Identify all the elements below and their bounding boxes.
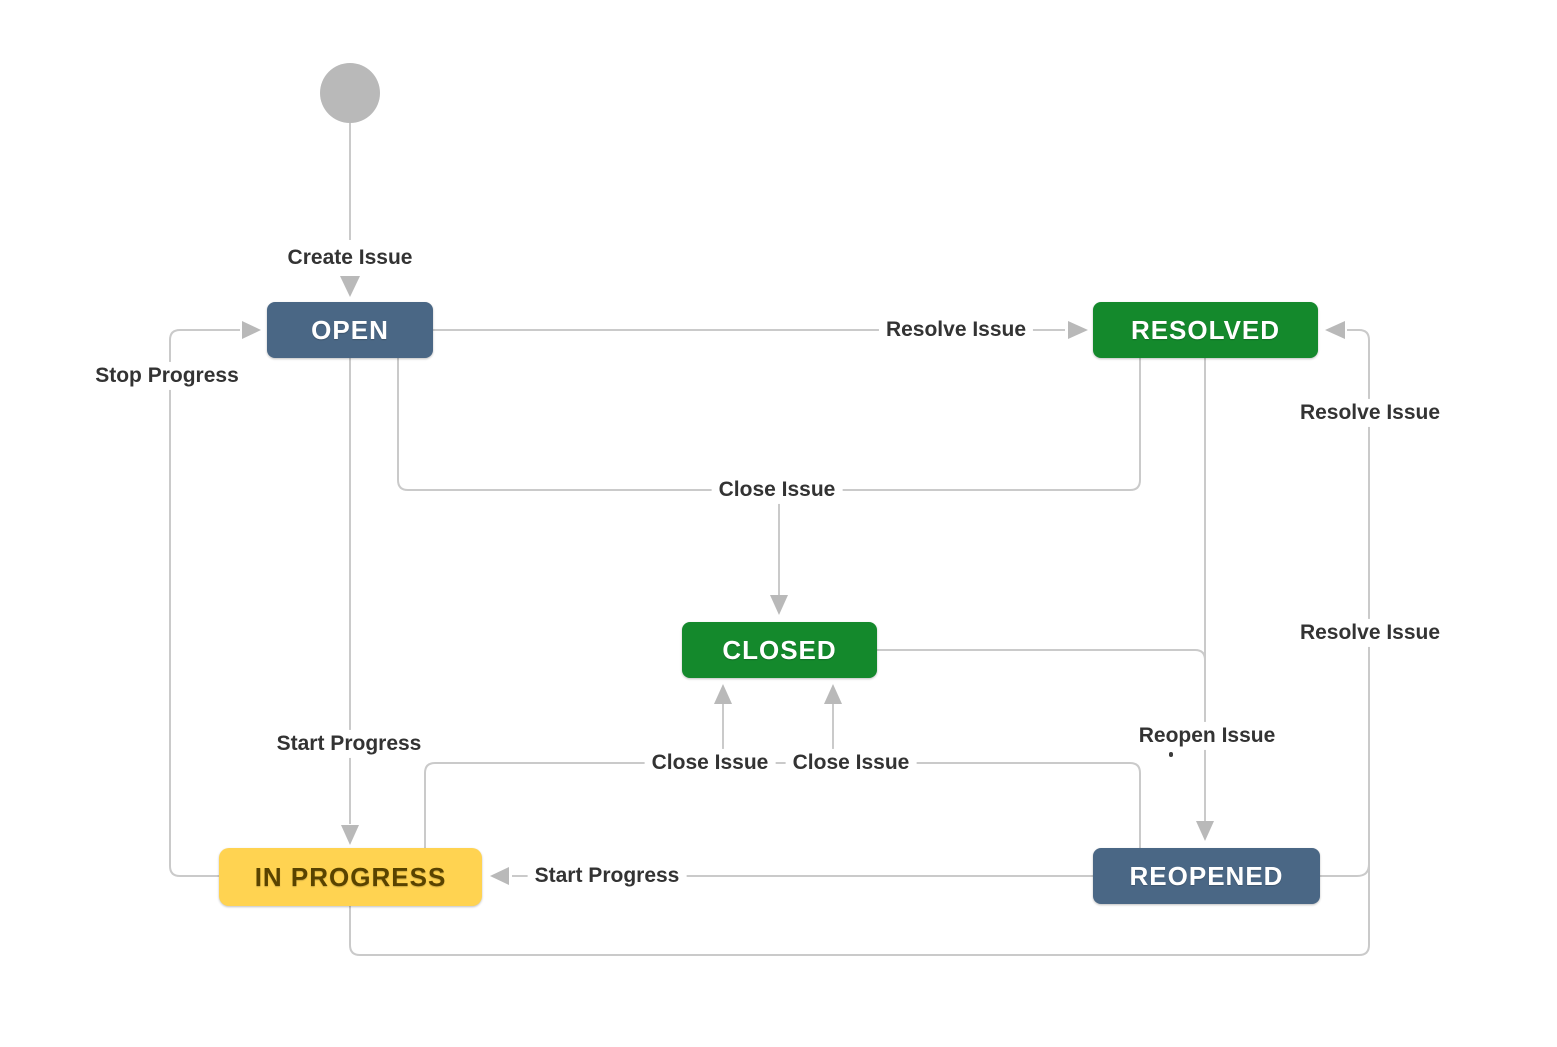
- edge-close-issue-merge-line: [397, 358, 1141, 491]
- edge-label-close-issue-in-progress: Close Issue: [644, 748, 776, 778]
- edge-label-resolve-issue: Resolve Issue: [878, 315, 1034, 345]
- status-node-open[interactable]: OPEN: [267, 302, 433, 358]
- status-node-in-progress-label: IN PROGRESS: [254, 861, 447, 892]
- edge-resolve-issue-arrowhead: [1068, 321, 1088, 339]
- edge-label-create-issue: Create Issue: [280, 243, 420, 273]
- status-node-in-progress[interactable]: IN PROGRESS: [219, 848, 482, 906]
- stray-mark: [1169, 752, 1173, 757]
- status-node-closed-label: CLOSED: [722, 634, 837, 665]
- edge-label-start-progress: Start Progress: [269, 729, 429, 759]
- edge-close-issue-drop-arrowhead: [770, 595, 788, 615]
- edge-label-reopen-issue: Reopen Issue: [1131, 721, 1283, 751]
- edge-label-start-progress-back: Start Progress: [527, 861, 687, 891]
- edge-resolve-issue-loop-arrowhead: [1325, 321, 1345, 339]
- status-node-closed[interactable]: CLOSED: [682, 622, 877, 678]
- edge-reopen-issue-arrowhead: [1196, 821, 1214, 841]
- edge-stop-progress-line: [169, 329, 240, 877]
- status-node-reopened[interactable]: REOPENED: [1093, 848, 1320, 904]
- edge-start-progress-arrowhead: [341, 825, 359, 845]
- edge-label-resolve-issue-upper: Resolve Issue: [1292, 398, 1448, 428]
- edge-stop-progress-arrowhead: [242, 321, 261, 339]
- edge-label-close-issue-reopened: Close Issue: [785, 748, 917, 778]
- status-node-reopened-label: REOPENED: [1129, 860, 1284, 891]
- edge-reopen-issue-closed-join-line: [877, 649, 1206, 661]
- status-node-resolved-label: RESOLVED: [1130, 314, 1281, 345]
- edge-label-close-issue: Close Issue: [711, 475, 843, 505]
- edge-resolve-issue-reopened-join-line: [1320, 863, 1370, 877]
- status-node-resolved[interactable]: RESOLVED: [1093, 302, 1318, 358]
- edge-label-resolve-issue-lower: Resolve Issue: [1292, 618, 1448, 648]
- edge-start-progress-back-arrowhead: [490, 867, 509, 885]
- status-node-open-label: OPEN: [311, 314, 389, 345]
- edge-create-issue-arrowhead: [340, 276, 360, 297]
- edge-label-stop-progress: Stop Progress: [88, 361, 246, 391]
- edge-resolve-issue-loop-line: [349, 329, 1370, 956]
- edge-close-issue-up1-arrowhead: [714, 684, 732, 704]
- edge-close-issue-up2-arrowhead: [824, 684, 842, 704]
- edge-close-issue-lower-line: [424, 762, 1141, 848]
- start-node-circle[interactable]: [320, 63, 380, 123]
